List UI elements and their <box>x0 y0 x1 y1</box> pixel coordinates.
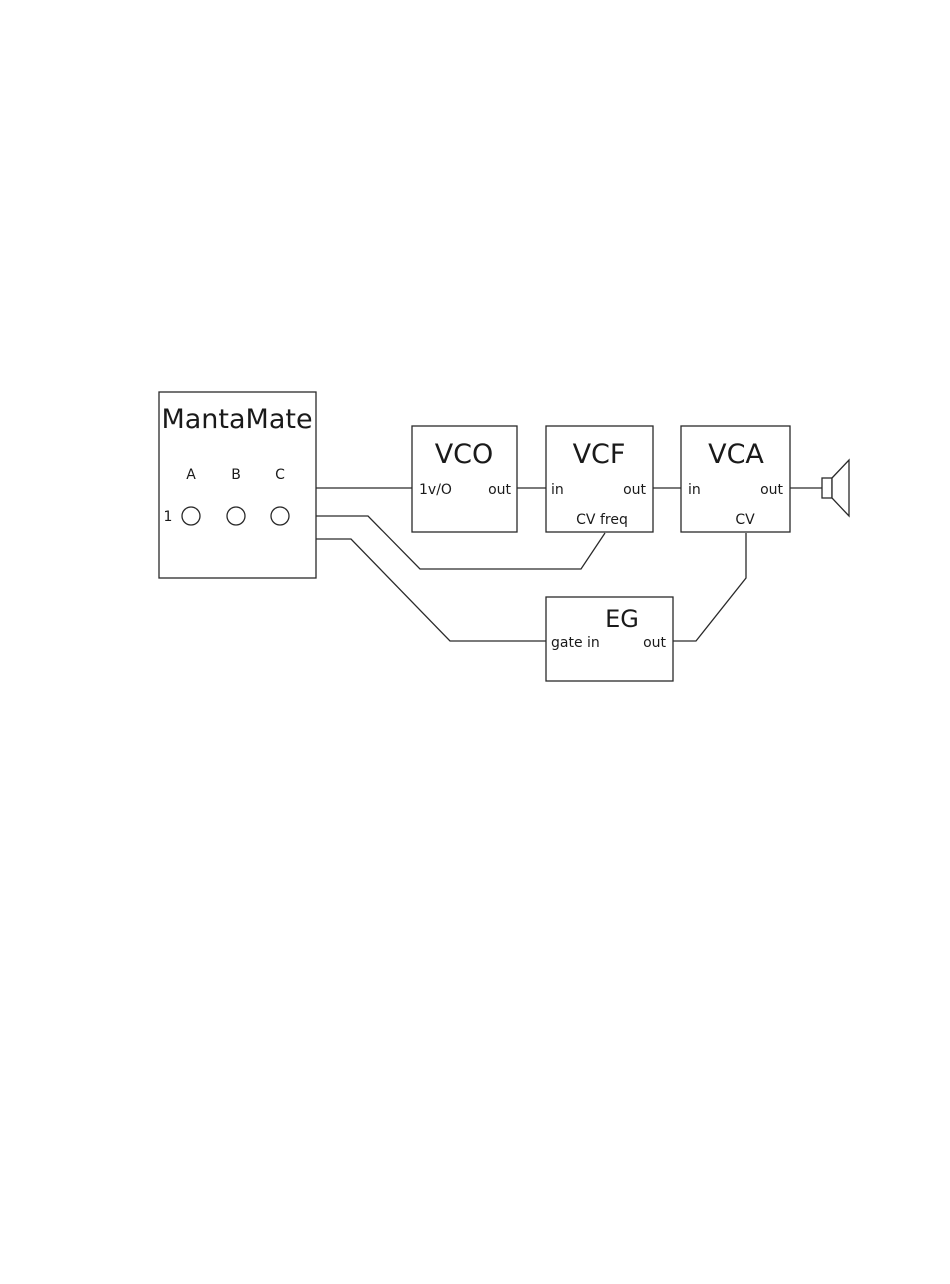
vcf-port-out: out <box>623 482 646 498</box>
jack-b1[interactable] <box>227 507 245 525</box>
vca-title: VCA <box>708 439 764 470</box>
eg-title: EG <box>605 605 639 633</box>
vco-port-1v-o: 1v/O <box>419 482 452 498</box>
column-label-c: C <box>275 467 285 483</box>
column-label-a: A <box>186 467 196 483</box>
vcf-title: VCF <box>573 439 626 470</box>
eg-module: EG gate in out <box>546 597 673 681</box>
speaker-icon <box>822 460 849 516</box>
mantamate-title: MantaMate <box>161 404 312 435</box>
vcf-port-in: in <box>551 482 564 498</box>
vca-module: VCA in out CV <box>681 426 790 532</box>
eg-port-gate-in: gate in <box>551 635 600 651</box>
column-label-b: B <box>231 467 241 483</box>
eg-port-out: out <box>643 635 666 651</box>
jack-a1[interactable] <box>182 507 200 525</box>
jack-c1[interactable] <box>271 507 289 525</box>
vca-port-cv: CV <box>735 512 755 528</box>
vca-port-out: out <box>760 482 783 498</box>
mantamate-module: MantaMate A B C 1 <box>159 392 316 578</box>
vco-port-out: out <box>488 482 511 498</box>
row-label-1: 1 <box>164 509 173 525</box>
vcf-module: VCF in out CV freq <box>546 426 653 532</box>
vco-module: VCO 1v/O out <box>412 426 517 532</box>
wire-eg-to-vca-cv <box>673 533 746 641</box>
vca-port-in: in <box>688 482 701 498</box>
vco-title: VCO <box>435 439 494 470</box>
vcf-port-cv-freq: CV freq <box>576 512 628 528</box>
